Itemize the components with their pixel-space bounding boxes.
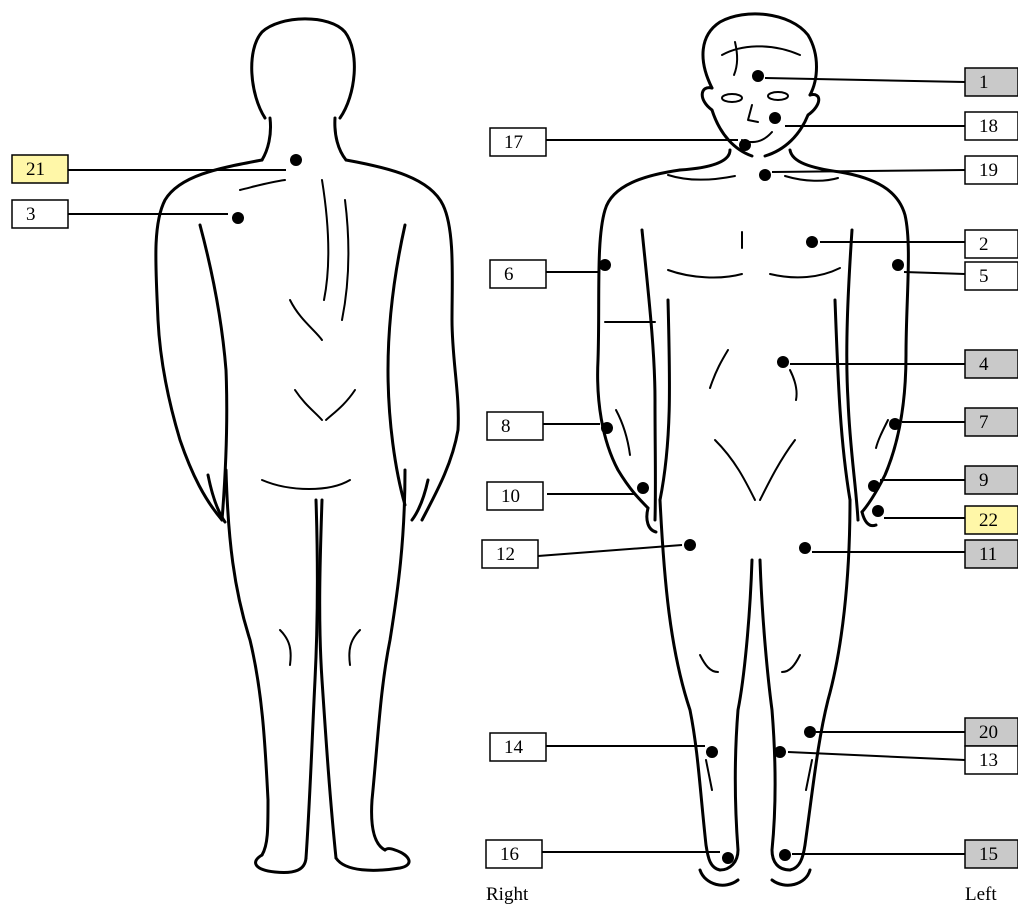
leader-line-19 bbox=[772, 170, 965, 172]
callout-1: 1 bbox=[752, 68, 1018, 96]
label-box-5 bbox=[965, 262, 1018, 290]
marker-dot-15 bbox=[779, 849, 791, 861]
callout-16: 16 bbox=[486, 840, 734, 868]
label-text-21: 21 bbox=[26, 159, 45, 180]
leader-line-1 bbox=[765, 78, 965, 82]
label-text-3: 3 bbox=[26, 204, 36, 225]
leader-line-12 bbox=[538, 545, 682, 556]
marker-dot-19 bbox=[759, 169, 771, 181]
label-text-13: 13 bbox=[979, 750, 998, 771]
label-text-6: 6 bbox=[504, 264, 514, 285]
label-box-3 bbox=[12, 200, 68, 228]
marker-dot-7 bbox=[889, 418, 901, 430]
marker-dot-2 bbox=[806, 236, 818, 248]
marker-dot-8 bbox=[601, 422, 613, 434]
callout-21: 21 bbox=[12, 154, 302, 183]
callout-9: 9 bbox=[868, 466, 1018, 494]
label-box-9 bbox=[965, 466, 1018, 494]
marker-dot-18 bbox=[769, 112, 781, 124]
marker-dot-21 bbox=[290, 154, 302, 166]
callout-2: 2 bbox=[806, 230, 1018, 258]
callout-17: 17 bbox=[490, 128, 751, 156]
marker-dot-4 bbox=[777, 356, 789, 368]
callout-4: 4 bbox=[777, 350, 1018, 378]
label-text-16: 16 bbox=[500, 844, 519, 865]
marker-dot-6 bbox=[599, 259, 611, 271]
label-text-5: 5 bbox=[979, 266, 989, 287]
callout-10: 10 bbox=[487, 482, 649, 510]
label-text-9: 9 bbox=[979, 470, 989, 491]
label-text-10: 10 bbox=[501, 486, 520, 507]
callout-20: 20 bbox=[804, 718, 1018, 746]
marker-dot-13 bbox=[774, 746, 786, 758]
callout-14: 14 bbox=[490, 733, 718, 761]
label-text-11: 11 bbox=[979, 544, 997, 565]
label-box-6 bbox=[490, 260, 546, 288]
back-view-figure bbox=[156, 19, 459, 873]
leader-line-13 bbox=[788, 752, 965, 760]
label-box-8 bbox=[487, 412, 543, 440]
label-text-19: 19 bbox=[979, 160, 998, 181]
label-box-2 bbox=[965, 230, 1018, 258]
label-text-2: 2 bbox=[979, 234, 989, 255]
left-side-label: Left bbox=[965, 884, 997, 906]
callout-5: 5 bbox=[892, 259, 1018, 290]
callout-group: 21 3 1 17 18 19 2 6 5 4 8 7 10 9 22 12 11 14 20 13 16 15 bbox=[12, 68, 1018, 868]
label-text-20: 20 bbox=[979, 722, 998, 743]
leader-line-5 bbox=[904, 272, 965, 274]
label-text-7: 7 bbox=[979, 412, 989, 433]
label-box-7 bbox=[965, 408, 1018, 436]
marker-dot-17 bbox=[739, 139, 751, 151]
callout-3: 3 bbox=[12, 200, 244, 228]
marker-dot-22 bbox=[872, 505, 884, 517]
label-text-4: 4 bbox=[979, 354, 989, 375]
callout-15: 15 bbox=[779, 840, 1018, 868]
label-text-17: 17 bbox=[504, 132, 523, 153]
callout-7: 7 bbox=[889, 408, 1018, 436]
callout-22: 22 bbox=[872, 505, 1018, 534]
callout-6: 6 bbox=[490, 259, 611, 288]
marker-dot-10 bbox=[637, 482, 649, 494]
label-text-15: 15 bbox=[979, 844, 998, 865]
label-text-14: 14 bbox=[504, 737, 524, 758]
label-text-18: 18 bbox=[979, 116, 998, 137]
label-box-4 bbox=[965, 350, 1018, 378]
marker-dot-3 bbox=[232, 212, 244, 224]
marker-dot-20 bbox=[804, 726, 816, 738]
label-box-1 bbox=[965, 68, 1018, 96]
marker-dot-9 bbox=[868, 480, 880, 492]
marker-dot-16 bbox=[722, 852, 734, 864]
marker-dot-5 bbox=[892, 259, 904, 271]
callout-8: 8 bbox=[487, 412, 613, 440]
right-side-label: Right bbox=[486, 884, 528, 906]
label-text-12: 12 bbox=[496, 544, 515, 565]
marker-dot-12 bbox=[684, 539, 696, 551]
marker-dot-1 bbox=[752, 70, 764, 82]
label-text-22: 22 bbox=[979, 510, 998, 531]
marker-dot-11 bbox=[799, 542, 811, 554]
label-text-1: 1 bbox=[979, 72, 989, 93]
label-text-8: 8 bbox=[501, 416, 511, 437]
callout-11: 11 bbox=[799, 540, 1018, 568]
marker-dot-14 bbox=[706, 746, 718, 758]
